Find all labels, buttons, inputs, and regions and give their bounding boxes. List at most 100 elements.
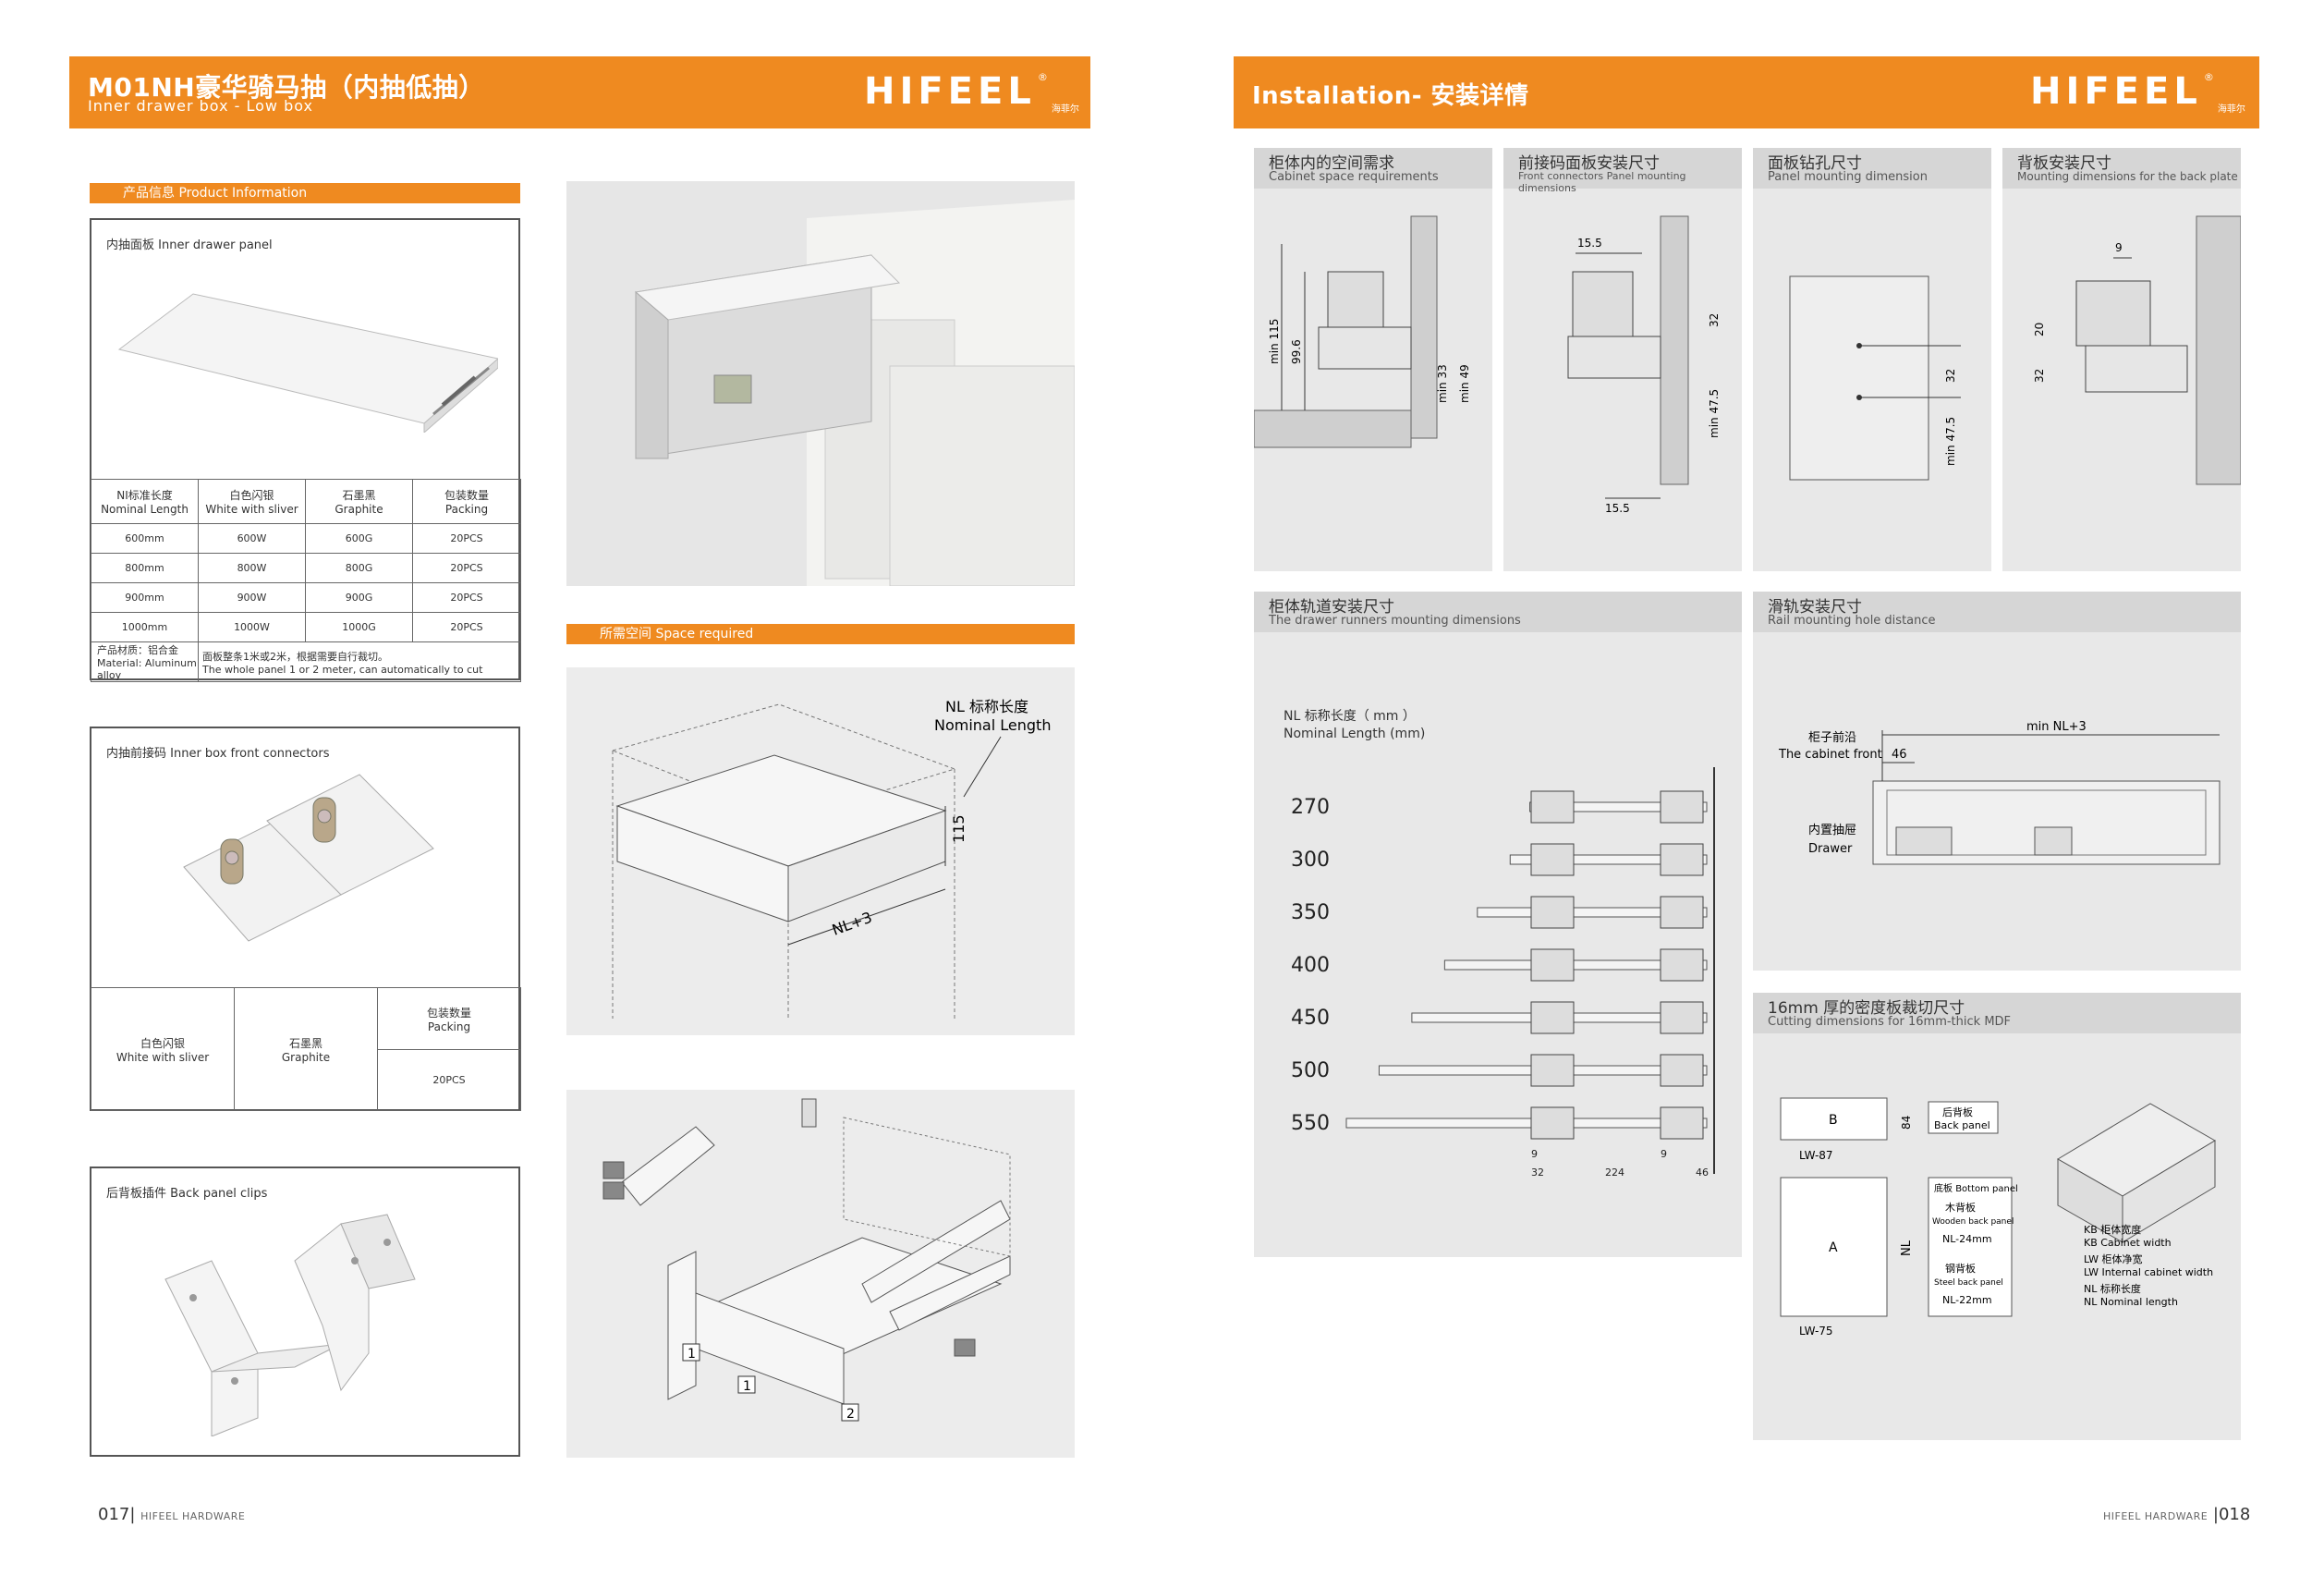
svg-text:min 47.5: min 47.5 xyxy=(1944,417,1957,466)
runner-length-label: 550 xyxy=(1291,1112,1330,1135)
runner-bracket xyxy=(1530,1001,1575,1034)
runner-length-label: 350 xyxy=(1291,901,1330,924)
runner-rail xyxy=(1529,801,1708,812)
runner-bracket xyxy=(1530,896,1575,929)
space-required-bar: 所需空间 Space required xyxy=(566,624,1075,644)
left-header: M01NH豪华骑马抽（内抽低抽） Inner drawer box - Low … xyxy=(69,56,1090,128)
clips-illustration xyxy=(164,1214,416,1436)
footer-right: HIFEEL HARDWARE |018 xyxy=(2103,1505,2251,1524)
svg-text:钢背板: 钢背板 xyxy=(1945,1262,1976,1275)
runner-bracket xyxy=(1530,790,1575,824)
svg-text:KB 柜体宽度: KB 柜体宽度 xyxy=(2084,1223,2141,1236)
callout-1b: 1 xyxy=(743,1379,751,1394)
svg-text:min 115: min 115 xyxy=(1268,319,1281,364)
svg-text:柜子前沿: 柜子前沿 xyxy=(1808,730,1856,745)
connectors-illustration xyxy=(183,774,434,942)
runner-length-label: 500 xyxy=(1291,1059,1330,1082)
runner-bracket xyxy=(1530,1054,1575,1087)
panel-back-plate: 背板安装尺寸 Mounting dimensions for the back … xyxy=(2002,148,2241,571)
runner-dimension-label: 46 xyxy=(1696,1167,1709,1179)
callout-1a: 1 xyxy=(687,1347,696,1362)
space-height: 115 xyxy=(950,814,967,843)
right-header-title: Installation- 安装详情 xyxy=(1252,82,1529,110)
space-nl-plus: NL+3 xyxy=(830,909,874,939)
drawer-panel-illustration xyxy=(117,293,498,433)
svg-text:NL: NL xyxy=(1900,1240,1914,1256)
hifeel-logo: HIFEEL®海菲尔 xyxy=(864,70,1079,115)
footer-left: 017| HIFEEL HARDWARE xyxy=(98,1505,246,1524)
runner-dimension-label: 9 xyxy=(1531,1148,1538,1160)
runner-bracket xyxy=(1530,843,1575,876)
runner-dimension-label: 9 xyxy=(1661,1148,1667,1160)
svg-text:NL Nominal length: NL Nominal length xyxy=(2084,1296,2178,1308)
svg-text:NL-24mm: NL-24mm xyxy=(1942,1233,1992,1245)
runner-bracket xyxy=(1660,948,1704,982)
runner-length-label: 300 xyxy=(1291,849,1330,872)
svg-text:Drawer: Drawer xyxy=(1808,842,1853,856)
clips-box: 后背板插件 Back panel clips xyxy=(90,1167,520,1457)
panel-rail-mounting: 滑轨安装尺寸 Rail mounting hole distance min N… xyxy=(1753,592,2241,971)
connectors-label: 内抽前接码 Inner box front connectors xyxy=(106,747,330,761)
runner-rail xyxy=(1509,854,1708,865)
svg-text:NL-22mm: NL-22mm xyxy=(1942,1294,1992,1306)
svg-text:min NL+3: min NL+3 xyxy=(2026,720,2087,734)
svg-text:99.6: 99.6 xyxy=(1290,339,1303,364)
panel-label: 内抽面板 Inner drawer panel xyxy=(106,238,273,252)
panel-panel-drilling: 面板钻孔尺寸 Panel mounting dimension 32 min 4… xyxy=(1753,148,1991,571)
svg-text:Steel back panel: Steel back panel xyxy=(1934,1278,2003,1288)
space-nl-cn: NL 标称长度 xyxy=(945,698,1028,715)
svg-text:Back panel: Back panel xyxy=(1934,1119,1990,1131)
svg-text:min 47.5: min 47.5 xyxy=(1708,389,1721,438)
svg-text:A: A xyxy=(1829,1240,1838,1255)
svg-text:84: 84 xyxy=(1900,1116,1913,1130)
runner-bracket xyxy=(1660,1106,1704,1140)
panel-cabinet-space: 柜体内的空间需求 Cabinet space requirements min … xyxy=(1254,148,1492,571)
runner-bracket xyxy=(1530,948,1575,982)
runner-length-label: 400 xyxy=(1291,954,1330,977)
runner-dimension-label: 224 xyxy=(1605,1167,1624,1179)
svg-text:LW 柜体净宽: LW 柜体净宽 xyxy=(2084,1252,2143,1265)
svg-text:32: 32 xyxy=(1708,313,1721,327)
drawer-photo xyxy=(566,181,1075,586)
runner-rail xyxy=(1443,959,1708,971)
svg-text:LW-75: LW-75 xyxy=(1799,1325,1833,1338)
space-required-diagram: 115 NL+3 NL 标称长度 Nominal Length xyxy=(566,667,1075,1035)
runner-rail xyxy=(1345,1118,1708,1129)
runner-dimension-label: 32 xyxy=(1531,1167,1544,1179)
svg-text:20: 20 xyxy=(2033,323,2046,336)
runner-length-label: 450 xyxy=(1291,1007,1330,1030)
callout-2: 2 xyxy=(846,1407,855,1422)
svg-text:15.5: 15.5 xyxy=(1605,502,1630,515)
svg-text:min 49: min 49 xyxy=(1458,364,1471,403)
svg-text:32: 32 xyxy=(2033,369,2046,383)
svg-text:后背板: 后背板 xyxy=(1942,1105,1973,1118)
svg-text:B: B xyxy=(1829,1113,1838,1128)
panel-mdf-cutting: 16mm 厚的密度板裁切尺寸 Cutting dimensions for 16… xyxy=(1753,993,2241,1440)
svg-text:KB Cabinet width: KB Cabinet width xyxy=(2084,1237,2172,1249)
svg-text:内置抽屉: 内置抽屉 xyxy=(1808,823,1856,837)
left-header-subtitle: Inner drawer box - Low box xyxy=(88,97,314,115)
svg-text:Wooden back panel: Wooden back panel xyxy=(1932,1217,2014,1227)
svg-text:NL 标称长度: NL 标称长度 xyxy=(2084,1282,2141,1295)
svg-text:The cabinet front: The cabinet front xyxy=(1778,748,1882,762)
hifeel-logo-right: HIFEEL®海菲尔 xyxy=(2030,70,2245,115)
runner-bracket xyxy=(1660,1001,1704,1034)
svg-text:46: 46 xyxy=(1892,748,1907,762)
runner-bracket xyxy=(1660,843,1704,876)
runners-nl-cn: NL 标称长度（ mm ） xyxy=(1284,709,1416,724)
svg-text:木背板: 木背板 xyxy=(1945,1201,1976,1214)
product-info-bar: 产品信息 Product Information xyxy=(90,183,520,203)
runners-nl-en: Nominal Length (mm) xyxy=(1284,727,1426,741)
runner-bracket xyxy=(1660,1054,1704,1087)
left-header-title: M01NH豪华骑马抽（内抽低抽） xyxy=(88,72,485,103)
svg-text:LW-87: LW-87 xyxy=(1799,1149,1833,1162)
